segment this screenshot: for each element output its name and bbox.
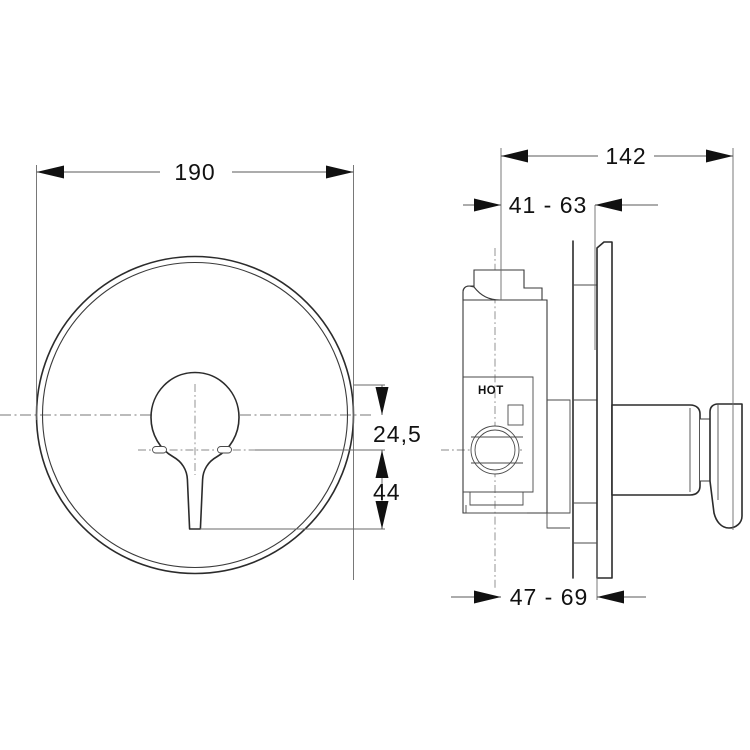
dim-4163-arrow-left	[474, 198, 501, 212]
valve-body-lower-collar	[469, 492, 524, 506]
dim-44-label: 44	[373, 479, 401, 505]
handle-boss-cylinder	[611, 404, 701, 496]
front-view: 190 24,5 44	[0, 159, 422, 580]
dimension-plate-diameter: 190	[36, 159, 354, 580]
valve-spindle-hub-inner	[474, 429, 516, 471]
dim-190-arrow-right	[326, 165, 354, 179]
dim-142-arrow-right	[706, 149, 733, 163]
dim-4769-arrow-left	[474, 590, 501, 604]
handle-index-mark-right	[217, 446, 232, 454]
dim-4769-arrow-right	[597, 590, 624, 604]
escutcheon-plate-edge	[596, 241, 613, 579]
valve-body-front-face	[463, 376, 534, 493]
hot-label: HOT	[478, 385, 504, 397]
valve-body-base-step	[465, 505, 527, 514]
dimension-handle-offset-down: 44	[200, 450, 401, 530]
dim-44-arrow-down	[375, 501, 389, 529]
dim-245-arrow-down	[375, 387, 389, 415]
side-view: HOT	[441, 143, 743, 610]
escutcheon-inner-circle	[41, 261, 349, 569]
dim-245-label: 24,5	[373, 421, 422, 447]
dim-190-arrow-left	[36, 165, 64, 179]
dim-4163-label: 41 - 63	[509, 192, 588, 218]
dim-4163-arrow-right	[595, 198, 622, 212]
dim-44-arrow-up	[375, 450, 389, 478]
valve-body-right-step-lower	[546, 513, 570, 529]
dim-142-label: 142	[605, 143, 646, 169]
valve-body-top-chamfer	[462, 285, 542, 301]
dim-142-arrow-left	[501, 149, 528, 163]
dim-190-label: 190	[174, 159, 215, 185]
handle-index-mark-left	[152, 446, 167, 454]
valve-body-right-step	[547, 399, 571, 514]
dimension-install-depth-lower: 47 - 69	[451, 530, 646, 610]
dimension-handle-offset-up: 24,5	[255, 384, 422, 451]
handle-neck	[700, 418, 711, 482]
valve-body-recess	[507, 404, 524, 426]
dim-4769-label: 47 - 69	[510, 584, 589, 610]
dimension-install-depth-upper: 41 - 63	[463, 192, 658, 350]
valve-spindle-hub-outer	[470, 425, 520, 475]
dimension-total-projection: 142	[500, 143, 734, 530]
handle-lever-paddle	[709, 403, 743, 529]
